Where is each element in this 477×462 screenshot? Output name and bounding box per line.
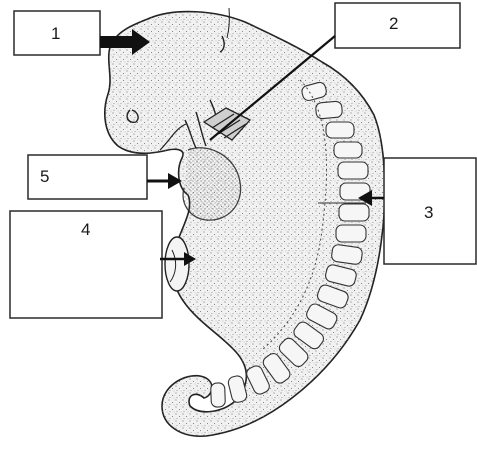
label-number-1: 1	[51, 24, 60, 44]
label-number-2: 2	[389, 14, 398, 34]
label-number-5: 5	[40, 167, 49, 187]
label-number-3: 3	[424, 203, 433, 223]
label-number-4: 4	[81, 220, 90, 240]
